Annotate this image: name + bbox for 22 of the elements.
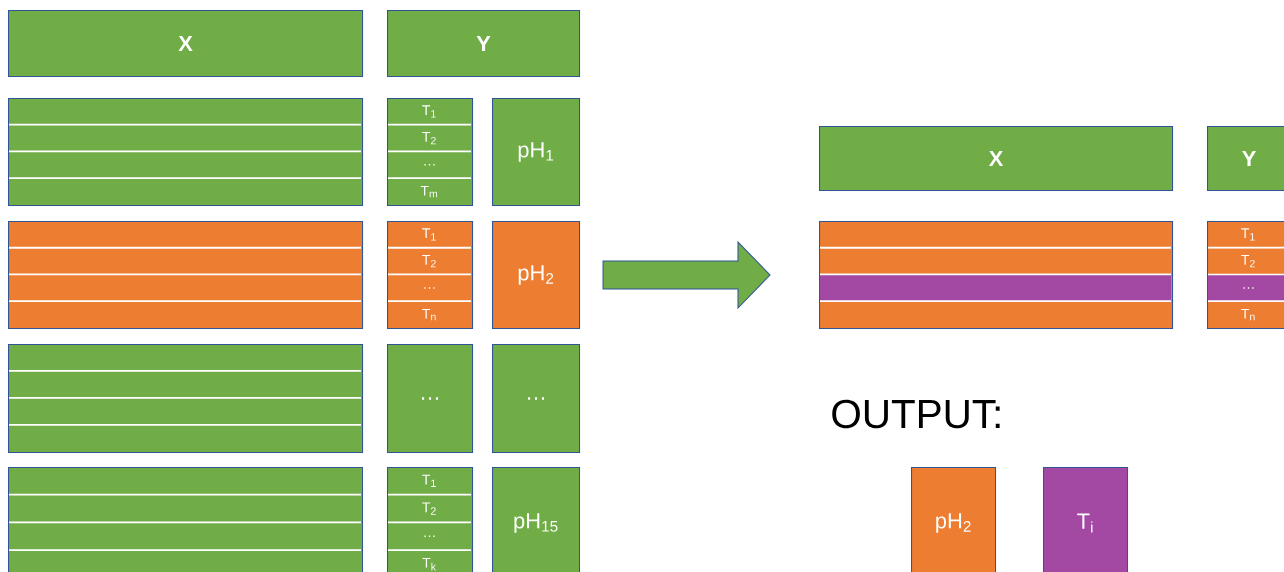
value-box: T$_{i}$ xyxy=(1043,467,1129,572)
header-box: X xyxy=(819,126,1174,192)
striped-column-box: T$_{1}$ T$_{2}$ … T$_{m}$ xyxy=(387,98,474,207)
value-box: … xyxy=(492,344,581,454)
striped-rows-box xyxy=(8,344,364,454)
value-box: pH$_{2}$ xyxy=(911,467,997,572)
striped-rows-box xyxy=(819,221,1174,330)
block-arrow xyxy=(602,240,771,310)
value-box: pH$_{15}$ xyxy=(492,467,581,572)
value-box: … xyxy=(387,344,474,454)
heading-text: OUTPUT: xyxy=(832,399,1000,429)
striped-rows-box xyxy=(8,221,364,330)
value-box: pH$_{1}$ xyxy=(492,98,581,207)
header-box: Y xyxy=(1207,126,1284,192)
value-box: pH$_{2}$ xyxy=(492,221,581,330)
striped-column-box: T$_{1}$ T$_{2}$ … T$_{n}$ xyxy=(1207,221,1284,330)
header-box: X xyxy=(8,10,364,78)
striped-column-box: T$_{1}$ T$_{2}$ … T$_{k}$ xyxy=(387,467,474,572)
striped-column-box: T$_{1}$ T$_{2}$ … T$_{n}$ xyxy=(387,221,474,330)
header-box: Y xyxy=(387,10,581,78)
striped-rows-box xyxy=(8,467,364,572)
striped-rows-box xyxy=(8,98,364,207)
